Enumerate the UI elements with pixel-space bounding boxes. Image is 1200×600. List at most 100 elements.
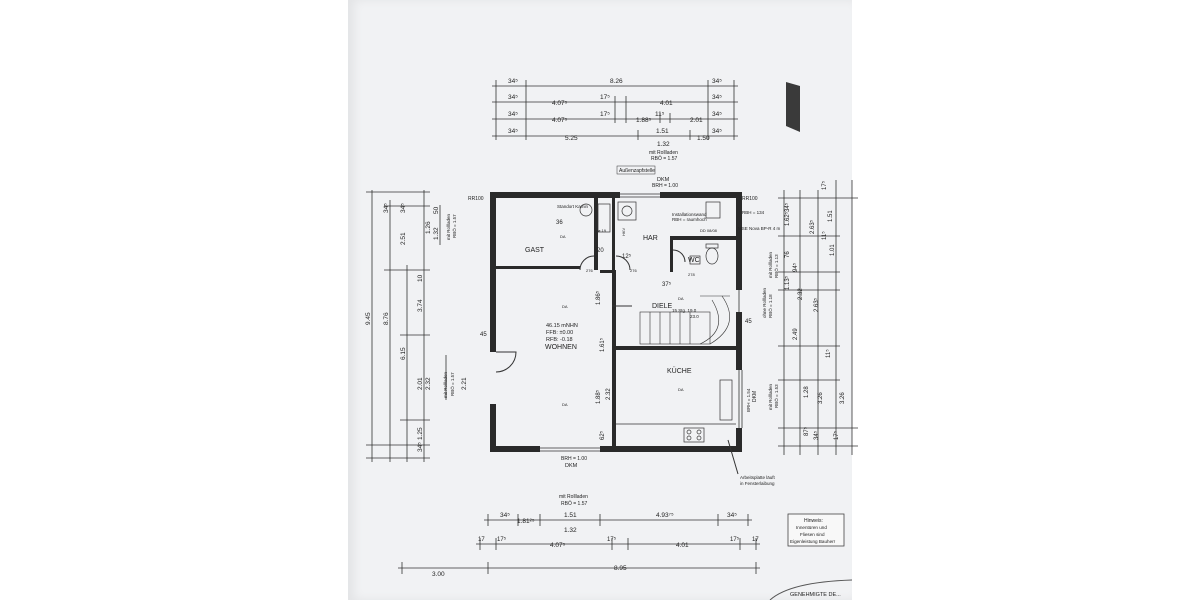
right-o: 11⁵: [821, 231, 828, 240]
label-da-3: DA: [562, 402, 568, 407]
right-q: 17⁵: [821, 180, 828, 190]
level-line2: FFB: ±0.00: [546, 330, 573, 336]
top-row1-b: 8.26: [610, 78, 623, 85]
right-t: 17⁵: [833, 430, 840, 440]
wc-basin-icon: [689, 255, 701, 265]
right-j: 2.63⁵: [809, 219, 816, 234]
label-mse: MSE Nova BP-R 4 m: [738, 226, 781, 231]
top-row4-a: 34⁵: [508, 128, 518, 135]
stamp-text: GENEHMIGTE DE...: [790, 592, 841, 598]
left-b: 34⁵: [400, 203, 407, 213]
toilet-icon: [705, 247, 719, 265]
left-f: 2.01: [417, 377, 424, 390]
left-o2: RBÖ = 1.57: [451, 214, 457, 238]
bottom-row2-g: 17: [752, 537, 759, 543]
label-12: 12⁵: [622, 253, 632, 260]
bottom-row2-f: 17⁵: [730, 536, 740, 543]
level-line3: RFB: -0.18: [546, 337, 573, 343]
wall-stub: [600, 270, 616, 273]
bottom-note1: mit Rollladen: [559, 494, 588, 500]
right-u: mit Rollladen: [768, 383, 773, 410]
label-standort: Standort Kamin: [557, 204, 589, 209]
right-v: RBÖ = 1.53: [773, 384, 779, 408]
wall-left: [490, 192, 496, 452]
wall-kitchen-left: [612, 272, 616, 446]
label-276b: 276: [630, 268, 637, 273]
dimensions-left-labels: 9.45 8.76 6.15 34⁵ 34⁵ 34⁵ 2.51 3.74 2.0…: [365, 203, 468, 452]
chimney-icon: [579, 203, 593, 217]
top-sub-note2: RBÖ = 1.57: [651, 155, 677, 162]
left-d: 2.51: [400, 232, 407, 245]
bottom-row1b: 1.32: [564, 527, 577, 534]
room-kueche: KÜCHE: [667, 367, 692, 375]
wall-har-left: [612, 198, 615, 270]
top-sub: 1.32: [657, 141, 670, 148]
room-gast: GAST: [525, 247, 545, 254]
staircase: [639, 295, 730, 345]
label-stair2: 23.0: [690, 314, 699, 319]
left-m: 2.21: [461, 377, 468, 390]
label-brh-right: BRH = 1.54: [746, 388, 751, 412]
bottom-row1-c: 1.51: [564, 512, 577, 519]
approval-stamp: GENEHMIGTE DE...: [769, 579, 853, 600]
label-e19: ø 19: [598, 228, 607, 233]
wall-wc-left: [670, 236, 673, 272]
top-row1-c: 34⁵: [712, 78, 722, 85]
label-45-right: 45: [745, 319, 752, 325]
hint-title: Hinweis:: [804, 518, 823, 524]
left-o: RBÖ = 1.57: [449, 372, 455, 396]
label-dkm-bottom: DKM: [565, 463, 578, 469]
top-row3-b: 4.07⁵: [552, 117, 568, 124]
label-161: 1.61⁵: [599, 337, 606, 352]
label-276a: 276: [586, 268, 593, 273]
top-row2-c: 17⁵: [600, 94, 610, 101]
windows: [540, 193, 743, 452]
right-l: 2.32: [798, 288, 804, 300]
left-second: 8.76: [383, 312, 390, 325]
label-hkv: HKV: [621, 227, 626, 236]
label-36: 36: [556, 220, 563, 226]
label-232: 2.32: [606, 388, 612, 400]
wall-gast-har: [594, 198, 598, 270]
left-n: mit Rollladen: [443, 371, 448, 398]
top-row4-b: 5.25: [565, 135, 578, 142]
label-rr100-right: RR100: [742, 196, 758, 202]
dimensions-bottom: [398, 514, 760, 574]
label-da-2: DA: [562, 304, 568, 309]
top-row4-e: 34⁵: [712, 128, 722, 135]
stove-icon: [683, 427, 705, 443]
right-d: 94⁵: [792, 262, 799, 272]
label-ds: DD 08/08: [700, 228, 718, 233]
hint-line3: Eigenleistung Bauherr: [790, 539, 836, 544]
left-total: 9.45: [365, 312, 372, 325]
label-brh-bottom: BRH = 1.00: [561, 456, 587, 462]
label-arbeits2: in Fensterlaibung: [740, 481, 775, 486]
label-186: 1.86⁵: [595, 290, 602, 305]
hint-line1: Innentüren und: [796, 525, 827, 530]
sink-icon: [705, 201, 721, 219]
label-20: 20: [597, 248, 604, 254]
top-row3-e: 11⁵: [655, 111, 665, 118]
left-c: 34⁵: [417, 442, 424, 452]
right-m: 2.63⁵: [813, 297, 820, 312]
dimensions-right: [778, 180, 858, 455]
dimensions-bottom-labels: mit Rollladen RBÖ = 1.57 34⁵ 1.81²⁵ 1.51…: [432, 494, 759, 578]
right-k: 1.01: [830, 244, 836, 256]
doors: [495, 249, 686, 373]
bottom-row1-d: 4.93⁷⁵: [656, 512, 674, 519]
bottom-row2-d: 17⁵: [607, 536, 617, 543]
right-e: 1.13⁵: [784, 275, 791, 290]
right-s: 3.26: [840, 392, 846, 404]
dimensions-left: [366, 190, 447, 462]
label-37: 37⁵: [662, 281, 672, 288]
room-wohnen: WOHNEN: [545, 344, 577, 351]
bottom-note2: RBÖ = 1.57: [561, 500, 587, 507]
left-i: 1.26: [425, 221, 432, 234]
right-p: 1.51: [828, 210, 834, 222]
room-har: HAR: [643, 235, 658, 242]
corner-marker: [786, 82, 800, 132]
left-n2: mit Rollladen: [446, 213, 451, 240]
label-dkm-right: DKM: [752, 391, 758, 402]
top-row2-e: 34⁵: [712, 94, 722, 101]
kitchen-counter-icon: [719, 379, 733, 421]
